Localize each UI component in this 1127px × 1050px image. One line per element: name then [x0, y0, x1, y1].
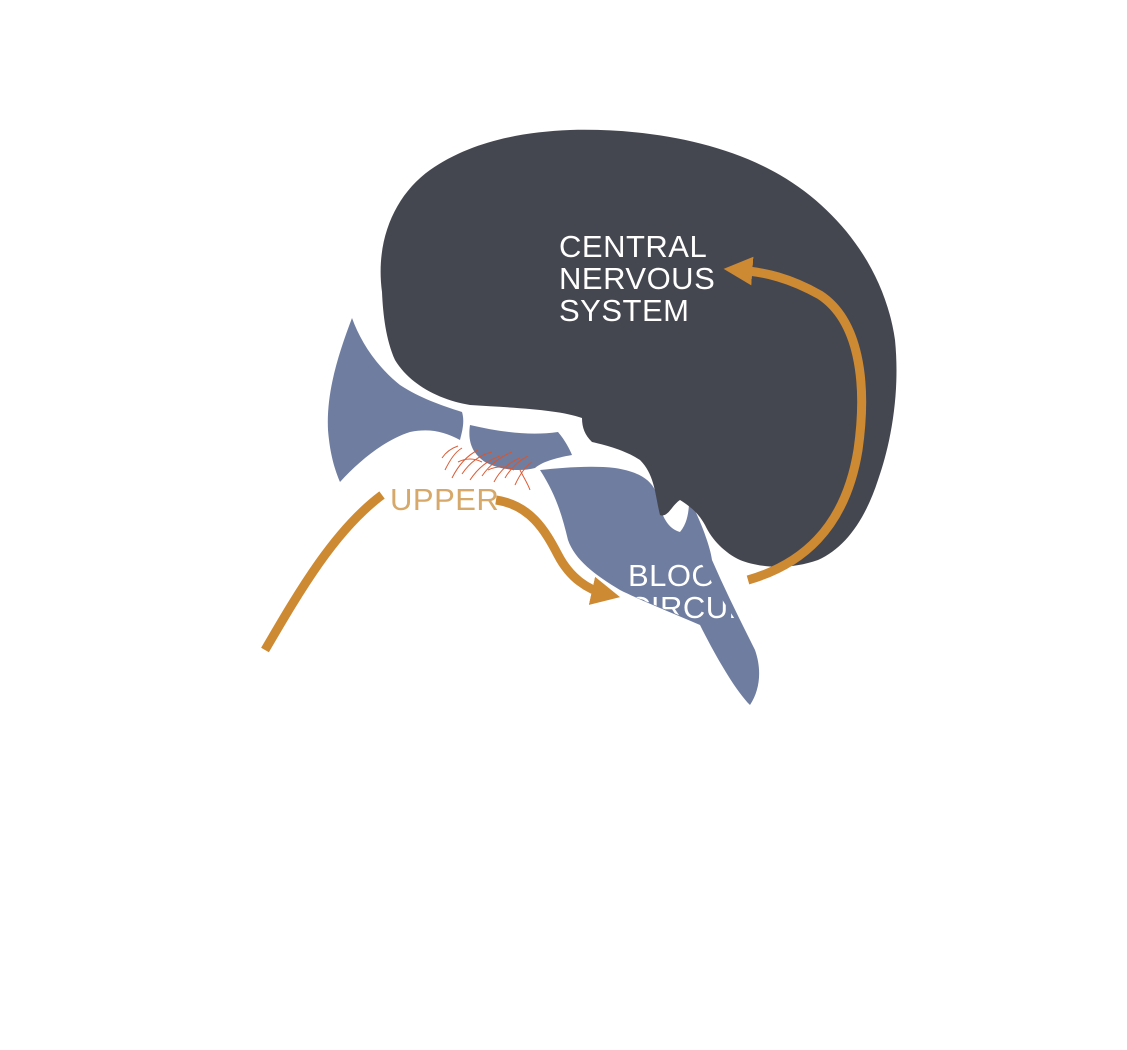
arrow-upper-to-blood [495, 495, 621, 605]
arrow-inhalation [261, 491, 385, 653]
upper-label: UPPER [390, 482, 499, 517]
capillary [504, 455, 529, 479]
nasal-tissue-shape [327, 318, 464, 482]
cns-label-line3: SYSTEM [559, 293, 689, 328]
capillary [519, 469, 531, 491]
cns-label-line2: NERVOUS [559, 261, 715, 296]
olfactory-tissue-shape [469, 425, 572, 470]
cns-label-line1: CENTRAL [559, 229, 707, 264]
capillary [469, 455, 501, 481]
capillaries [441, 445, 533, 491]
arrow-blood-to-cns [723, 256, 867, 585]
capillary [514, 461, 533, 486]
capillary [441, 445, 459, 459]
capillary [451, 449, 479, 479]
capillary [444, 447, 463, 471]
blood-region-shape [540, 466, 760, 705]
brain-shape [380, 129, 897, 567]
capillary [457, 458, 483, 463]
capillary [487, 466, 515, 471]
capillary [481, 451, 513, 477]
